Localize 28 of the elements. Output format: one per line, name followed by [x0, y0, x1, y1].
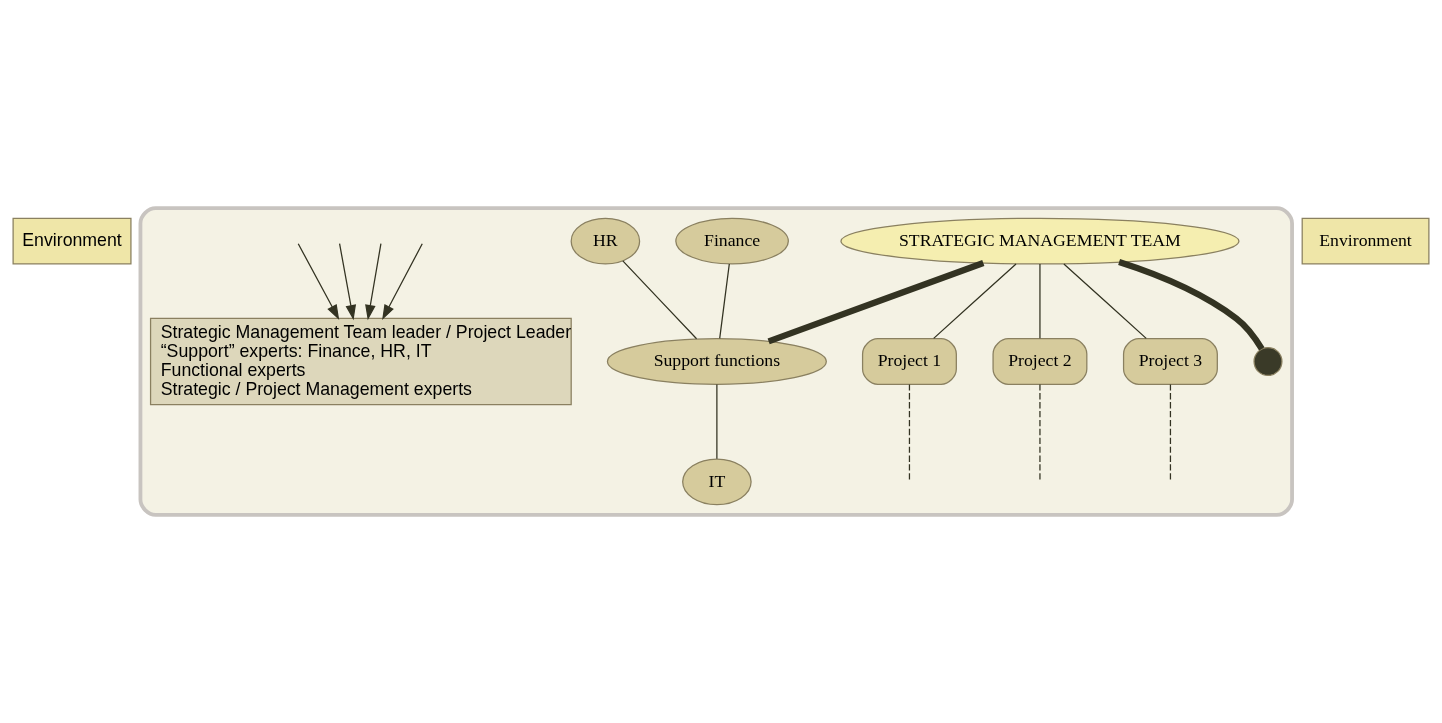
arrow — [338, 243, 357, 321]
node-box: Environment — [12, 217, 132, 265]
connector — [908, 383, 911, 481]
node-ellipse: STRATEGIC MANAGEMENT TEAM — [840, 217, 1240, 265]
node-ellipse: Support functions — [606, 338, 827, 385]
connector — [1039, 383, 1041, 481]
connector — [933, 263, 1017, 339]
connector — [767, 260, 985, 345]
node-circle — [1253, 346, 1283, 377]
connector — [1169, 383, 1172, 481]
arrow — [365, 243, 382, 321]
arrow — [382, 243, 423, 320]
connector — [719, 263, 730, 339]
node-box: Project 3 — [1122, 338, 1218, 385]
node-ellipse: IT — [682, 458, 752, 506]
connector — [1039, 263, 1041, 339]
node-ellipse: HR — [570, 217, 641, 265]
arrow — [297, 243, 340, 320]
connector — [716, 383, 718, 460]
node-box: Environment — [1301, 217, 1430, 265]
cluster — [138, 206, 1294, 517]
node-ellipse: Finance — [675, 217, 789, 265]
node-box: Strategic Management Team leader / Project Leader “Support” experts: Finance, HR, IT Functional experts Strategic / Project Management experts — [149, 317, 572, 406]
node-box: Project 1 — [861, 338, 957, 385]
node-box: Project 2 — [992, 338, 1088, 385]
connector — [1118, 259, 1265, 351]
connector — [622, 260, 698, 340]
connector — [1063, 263, 1147, 339]
